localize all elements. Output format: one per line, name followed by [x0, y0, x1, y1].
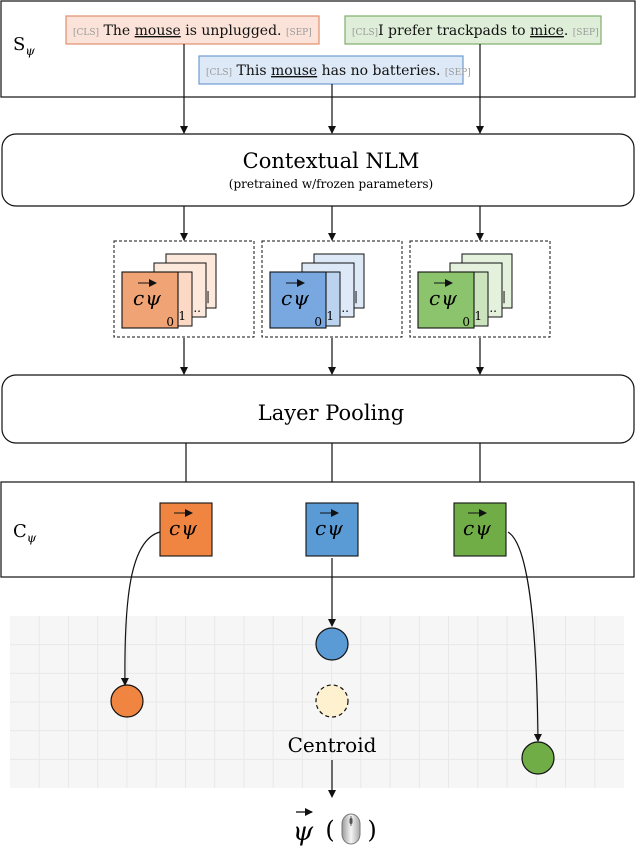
layer-index-0: 0 — [462, 315, 470, 329]
pooled-vector-label-text: cψ — [463, 516, 491, 540]
sentence-1-text: [CLS] The mouse is unplugged. [SEP] — [73, 23, 312, 39]
pooled-vector-label-text: cψ — [315, 516, 343, 540]
close-paren: ) — [367, 816, 376, 844]
layer-vector-label-text: cψ — [133, 286, 161, 310]
layer-pooling-title: Layer Pooling — [258, 401, 404, 425]
open-paren: ( — [325, 816, 334, 844]
pooled-vector-2: cψ — [305, 502, 359, 557]
result-psi: ψ ( ) — [293, 808, 377, 847]
sentence-3-box — [198, 55, 464, 85]
embedding-dot-2 — [315, 627, 349, 661]
sentence-3: [CLS] This mouse has no batteries. [SEP] — [198, 55, 471, 85]
layer-vector-label-text: cψ — [429, 286, 457, 310]
nlm-subtitle: (pretrained w/frozen parameters) — [229, 177, 433, 191]
layer-dots: ... — [190, 301, 201, 315]
layer-vector-label-text: cψ — [281, 286, 309, 310]
centroid-dot — [315, 684, 349, 718]
c-psi-label: Cψ — [13, 521, 37, 545]
nlm-title: Contextual NLM — [243, 149, 420, 173]
arrow-vec1-dot — [120, 531, 161, 686]
sentence-3-text: [CLS] This mouse has no batteries. [SEP] — [206, 63, 471, 79]
layer-card-0 — [121, 271, 179, 329]
layer-index-0: 0 — [166, 315, 174, 329]
sentence-2-box — [344, 15, 602, 45]
layer-index-1: 1 — [474, 309, 482, 323]
computer-mouse-icon — [341, 813, 361, 845]
nlm-box — [1, 133, 635, 207]
layer-dots: ... — [338, 301, 349, 315]
arrow-vec3-dot — [507, 531, 542, 742]
pooled-vector-1: cψ — [159, 502, 213, 557]
centroid-label: Centroid — [288, 733, 377, 757]
embedding-dot-3 — [521, 741, 555, 775]
pooled-vector-label-text: cψ — [169, 516, 197, 540]
layer-index-0: 0 — [314, 315, 322, 329]
layer-index-1: 1 — [178, 309, 186, 323]
pooled-vector-3: cψ — [453, 502, 507, 557]
s-psi-label: Sψ — [13, 34, 35, 58]
sentence-1-box — [65, 15, 320, 45]
sentence-2-text: [CLS]I prefer trackpads to mice. [SEP] — [352, 23, 599, 39]
layer-index-1: 1 — [326, 309, 334, 323]
sentence-2: [CLS]I prefer trackpads to mice. [SEP] — [344, 15, 602, 45]
embedding-dot-1 — [110, 684, 144, 718]
pooled-vectors: cψ cψ cψ — [159, 502, 507, 557]
layer-dots: ... — [486, 301, 497, 315]
psi-symbol: ψ — [293, 817, 314, 847]
layer-pooling-box — [1, 374, 635, 444]
sentence-1: [CLS] The mouse is unplugged. [SEP] — [65, 15, 320, 45]
